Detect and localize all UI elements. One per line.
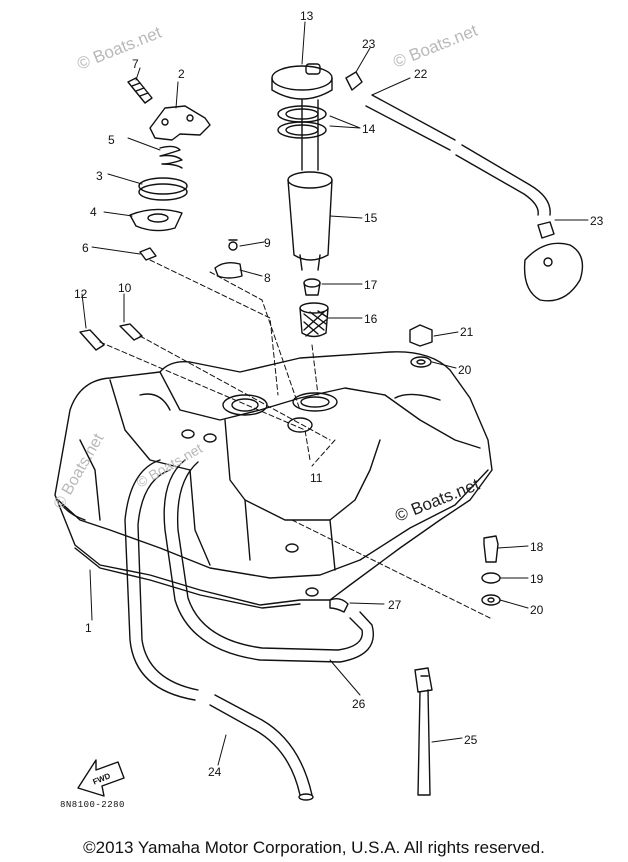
hose-24 (124, 459, 314, 801)
callout-20-upper: 20 (458, 363, 472, 377)
callout-3: 3 (96, 169, 103, 183)
callout-7: 7 (132, 57, 139, 71)
gasket-14 (277, 105, 327, 139)
leader-lines (81, 21, 589, 766)
washer-20-upper (410, 356, 432, 368)
watermark: © Boats.net (390, 21, 480, 72)
fuel-cap-13 (271, 63, 333, 171)
seal-3 (138, 177, 188, 201)
screw-7 (127, 77, 153, 104)
callout-6: 6 (82, 241, 89, 255)
callout-14: 14 (362, 122, 376, 136)
callout-9: 9 (264, 236, 271, 250)
callout-24: 24 (208, 765, 222, 779)
callout-2: 2 (178, 67, 185, 81)
fuel-tank (54, 351, 493, 609)
plate-4 (129, 208, 183, 232)
callout-4: 4 (90, 205, 97, 219)
callout-5: 5 (108, 133, 115, 147)
clip-9 (228, 239, 238, 251)
callout-10: 10 (118, 281, 132, 295)
nut-21 (409, 324, 433, 347)
copyright-notice: ©2013 Yamaha Motor Corporation, U.S.A. A… (83, 838, 545, 857)
washer-20-lower (481, 594, 501, 606)
screw-6 (139, 247, 157, 261)
callout-18: 18 (530, 540, 544, 554)
hose-26 (163, 459, 374, 663)
breather-valve (523, 242, 584, 302)
callout-27: 27 (388, 598, 402, 612)
callout-15: 15 (364, 211, 378, 225)
clip-23-upper (345, 71, 363, 91)
callout-1: 1 (85, 621, 92, 635)
callout-22: 22 (414, 67, 428, 81)
callout-26: 26 (352, 697, 366, 711)
clip-8 (214, 261, 243, 279)
callout-20-lower: 20 (530, 603, 544, 617)
fuel-pump-15 (287, 171, 333, 271)
filter-16 (299, 302, 329, 338)
fwd-label: FWD (91, 771, 111, 786)
bolt-10 (119, 323, 143, 341)
breather-hose-22 (365, 94, 551, 216)
callout-12: 12 (74, 287, 88, 301)
callout-25: 25 (464, 733, 478, 747)
callout-13: 13 (300, 9, 314, 23)
collar-19 (481, 572, 501, 584)
bracket-2 (149, 105, 211, 141)
callout-16: 16 (364, 312, 378, 326)
bolt-12 (79, 329, 105, 351)
clip-27 (329, 597, 349, 613)
callout-23-upper: 23 (362, 37, 376, 51)
fwd-arrow (77, 759, 125, 797)
callout-19: 19 (530, 572, 544, 586)
callout-17: 17 (364, 278, 378, 292)
bolt-18 (483, 535, 499, 563)
watermark: © Boats.net (74, 23, 164, 74)
callout-11: 11 (310, 471, 323, 485)
fitting-17 (303, 278, 321, 296)
spring-5 (159, 145, 183, 169)
callout-21: 21 (460, 325, 474, 339)
callout-8: 8 (264, 271, 271, 285)
callout-23-lower: 23 (590, 214, 604, 228)
gauge-25 (414, 667, 433, 796)
diagram-code: 8N8100-2280 (60, 800, 125, 810)
clip-23-lower (537, 221, 555, 239)
